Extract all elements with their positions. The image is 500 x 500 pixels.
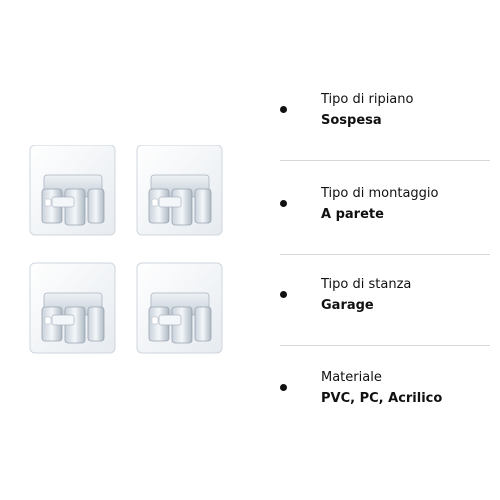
spec-value: A parete [321, 207, 384, 222]
divider [280, 160, 490, 161]
bullet-icon [280, 200, 287, 207]
spec-value: PVC, PC, Acrilico [321, 391, 443, 406]
divider [280, 254, 490, 255]
spec-value: Garage [321, 298, 374, 313]
spec-label: Tipo di stanza [321, 277, 412, 292]
bullet-icon [280, 106, 287, 113]
bullet-icon [280, 291, 287, 298]
spec-label: Materiale [321, 370, 382, 385]
spec-value: Sospesa [321, 113, 382, 128]
spec-label: Tipo di montaggio [321, 186, 439, 201]
bullet-icon [280, 384, 287, 391]
spec-label: Tipo di ripiano [321, 92, 414, 107]
divider [280, 345, 490, 346]
